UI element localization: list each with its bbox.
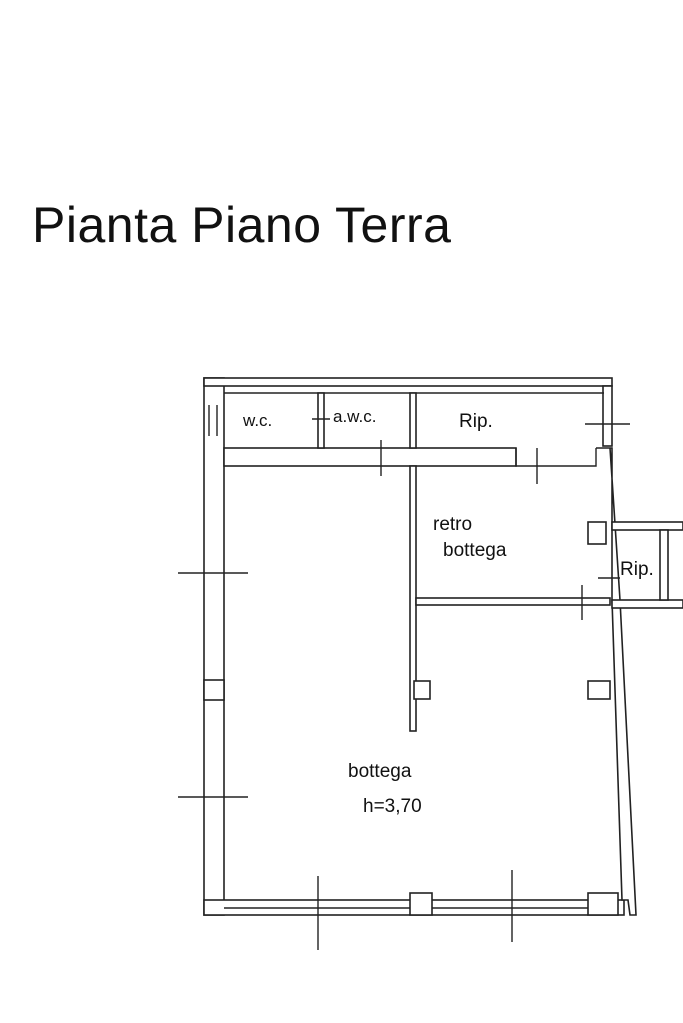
room-height: h=3,70 (363, 796, 422, 817)
room-label-awc: a.w.c. (333, 407, 377, 426)
room-label-retro-bottega: bottega (443, 540, 507, 561)
room-label-wc: w.c. (243, 411, 273, 430)
page-title: Pianta Piano Terra (32, 197, 452, 253)
room-label-bottega: bottega (348, 761, 412, 782)
room-label-retro: retro (433, 514, 473, 535)
reference-marks (178, 418, 630, 950)
walls (203, 377, 683, 916)
room-label-rip-right: Rip. (620, 559, 654, 580)
room-label-rip-top: Rip. (459, 411, 493, 432)
